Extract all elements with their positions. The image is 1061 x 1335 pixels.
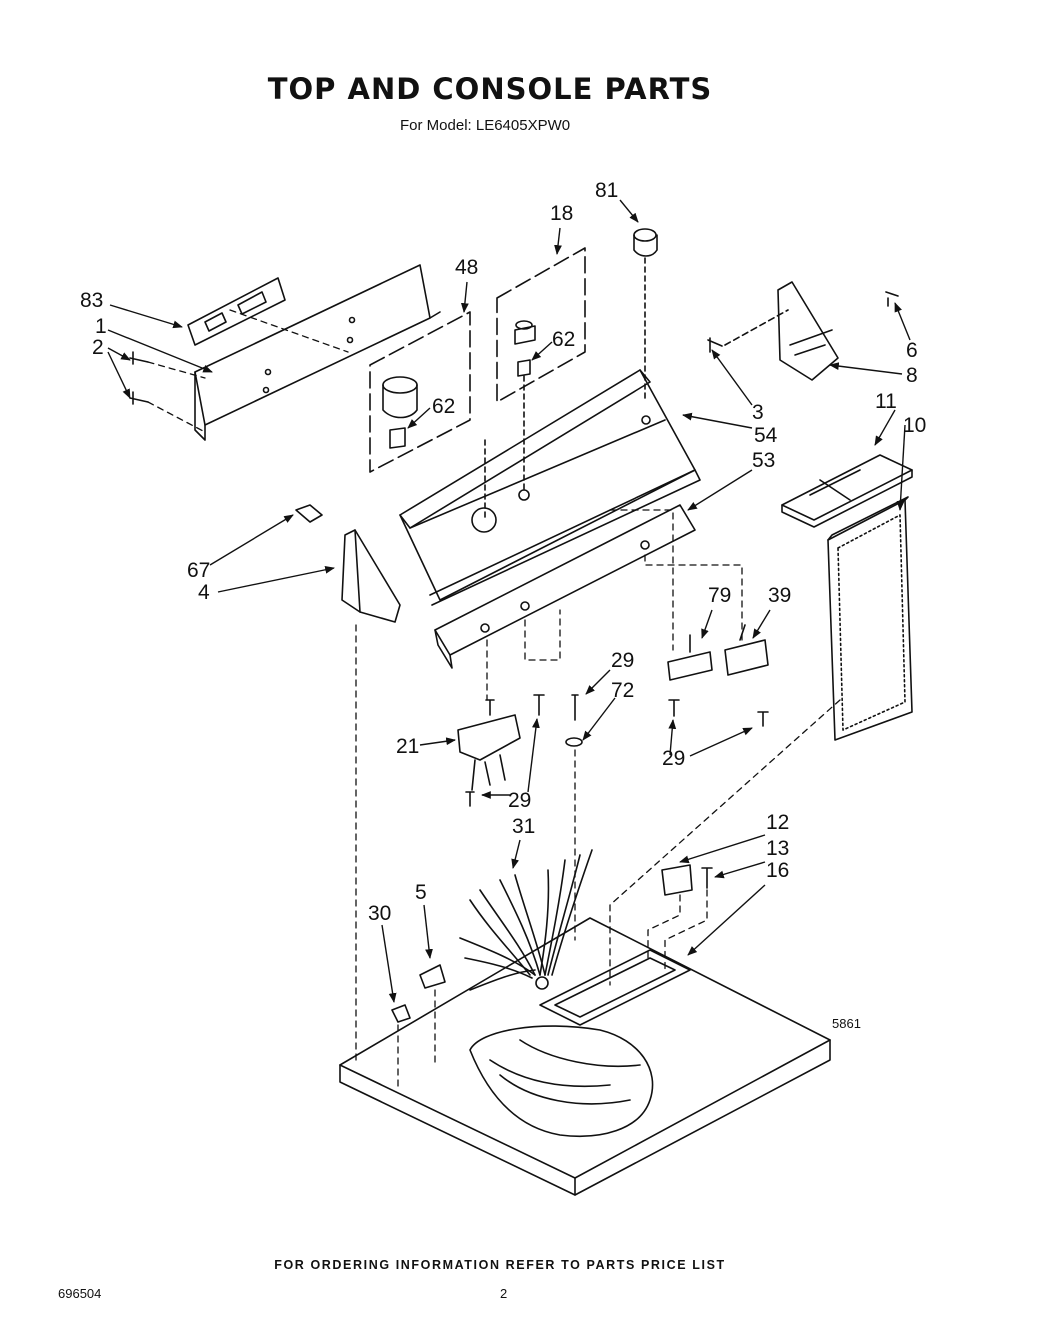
label-54: 54 bbox=[754, 424, 778, 447]
screw-3 bbox=[707, 309, 789, 353]
label-16: 16 bbox=[766, 859, 790, 882]
wire-harness-31 bbox=[459, 849, 593, 991]
label-1: 1 bbox=[95, 315, 107, 338]
label-13: 13 bbox=[766, 837, 790, 860]
label-48: 48 bbox=[455, 256, 479, 279]
label-53: 53 bbox=[752, 449, 776, 472]
ordering-note: FOR ORDERING INFORMATION REFER TO PARTS … bbox=[274, 1258, 726, 1272]
lint-cover-11 bbox=[781, 454, 913, 528]
knob-81 bbox=[633, 228, 658, 401]
bracket-83 bbox=[187, 277, 286, 346]
label-81: 81 bbox=[595, 179, 619, 202]
label-83: 83 bbox=[80, 289, 104, 312]
knob-group-48 bbox=[369, 311, 486, 521]
timer-21 bbox=[457, 699, 521, 807]
label-62-lower: 62 bbox=[432, 395, 456, 418]
label-12: 12 bbox=[766, 811, 790, 834]
label-18: 18 bbox=[550, 202, 574, 225]
switch-39 bbox=[724, 624, 769, 676]
page-title: TOP AND CONSOLE PARTS bbox=[267, 72, 713, 106]
screw-29 bbox=[533, 694, 769, 747]
label-3: 3 bbox=[752, 401, 764, 424]
label-72: 72 bbox=[611, 679, 635, 702]
label-29-top: 29 bbox=[611, 649, 635, 672]
label-4: 4 bbox=[198, 581, 210, 604]
label-2: 2 bbox=[92, 336, 104, 359]
rear-panel bbox=[194, 264, 441, 441]
label-29-lower: 29 bbox=[508, 789, 532, 812]
label-79: 79 bbox=[708, 584, 732, 607]
control-panel-53 bbox=[434, 504, 696, 669]
knob-group-18 bbox=[496, 247, 586, 491]
label-29-right: 29 bbox=[662, 747, 686, 770]
label-5: 5 bbox=[415, 881, 427, 904]
drawing-number: 5861 bbox=[832, 1016, 861, 1031]
clip-30 bbox=[391, 1004, 411, 1023]
switch-79 bbox=[667, 634, 713, 681]
parts-12-13-16 bbox=[661, 864, 713, 896]
label-39: 39 bbox=[768, 584, 792, 607]
endcap-4 bbox=[341, 529, 401, 623]
clip-5 bbox=[419, 964, 446, 989]
label-11: 11 bbox=[875, 390, 897, 413]
hinge-bracket-8 bbox=[777, 281, 899, 381]
model-subtitle: For Model: LE6405XPW0 bbox=[400, 117, 571, 134]
label-31: 31 bbox=[512, 815, 536, 838]
clip-67 bbox=[295, 504, 323, 523]
label-10: 10 bbox=[903, 414, 927, 437]
page-number: 2 bbox=[500, 1286, 508, 1301]
lint-screen-10 bbox=[827, 496, 913, 741]
cabinet-top bbox=[339, 917, 831, 1196]
label-67: 67 bbox=[187, 559, 211, 582]
screw-2 bbox=[129, 351, 149, 405]
label-6: 6 bbox=[906, 339, 918, 362]
label-30: 30 bbox=[368, 902, 392, 925]
label-21: 21 bbox=[396, 735, 420, 758]
label-8: 8 bbox=[906, 364, 918, 387]
label-62-upper: 62 bbox=[552, 328, 576, 351]
document-number: 696504 bbox=[58, 1286, 102, 1301]
